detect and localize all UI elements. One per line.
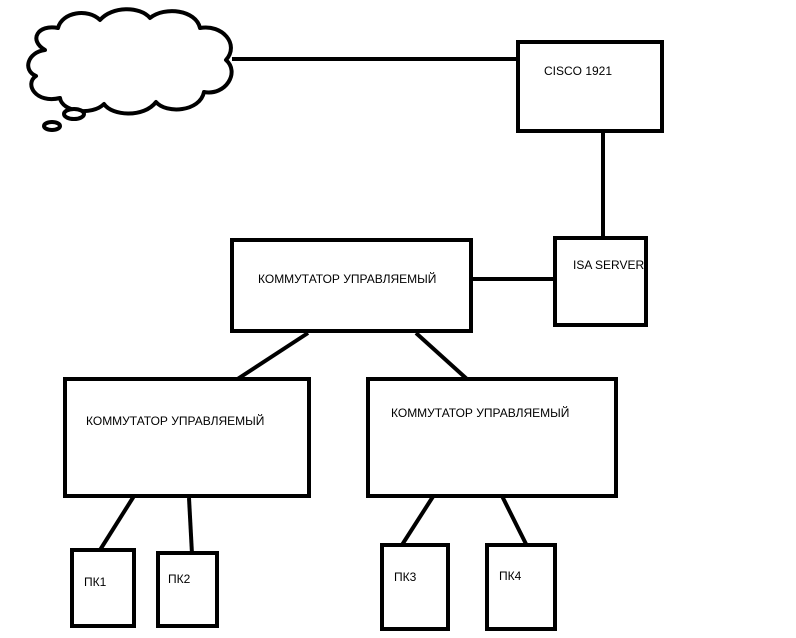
core-switch-node: КОММУТАТОР УПРАВЛЯЕМЫЙ bbox=[230, 238, 473, 333]
core-switch-label: КОММУТАТОР УПРАВЛЯЕМЫЙ bbox=[258, 272, 437, 286]
pc1-node: ПК1 bbox=[70, 548, 136, 628]
cisco-router-node: CISCO 1921 bbox=[516, 40, 664, 133]
right-switch-label: КОММУТАТОР УПРАВЛЯЕМЫЙ bbox=[391, 406, 570, 420]
pc2-label: ПК2 bbox=[168, 572, 191, 586]
link-core-left bbox=[234, 331, 310, 382]
pc1-label: ПК1 bbox=[84, 575, 107, 589]
cloud-icon bbox=[26, 7, 234, 132]
left-switch-label: КОММУТАТОР УПРАВЛЯЕМЫЙ bbox=[86, 414, 265, 428]
pc3-label: ПК3 bbox=[394, 570, 417, 584]
isa-server-label: ISA SERVER bbox=[573, 258, 645, 272]
pc2-node: ПК2 bbox=[156, 551, 219, 628]
link-core-right bbox=[414, 331, 470, 382]
isa-server-node: ISA SERVER bbox=[553, 236, 648, 327]
cisco-router-label: CISCO 1921 bbox=[544, 64, 613, 78]
link-left-pc1 bbox=[98, 494, 136, 552]
right-switch-node: КОММУТАТОР УПРАВЛЯЕМЫЙ bbox=[366, 377, 618, 498]
pc3-node: ПК3 bbox=[380, 543, 450, 631]
left-switch-node: КОММУТАТОР УПРАВЛЯЕМЫЙ bbox=[63, 377, 311, 498]
pc4-label: ПК4 bbox=[499, 569, 522, 583]
pc4-node: ПК4 bbox=[485, 543, 557, 631]
link-right-pc3 bbox=[398, 493, 436, 550]
link-left-pc2 bbox=[187, 497, 194, 555]
link-right-pc4 bbox=[500, 495, 529, 547]
